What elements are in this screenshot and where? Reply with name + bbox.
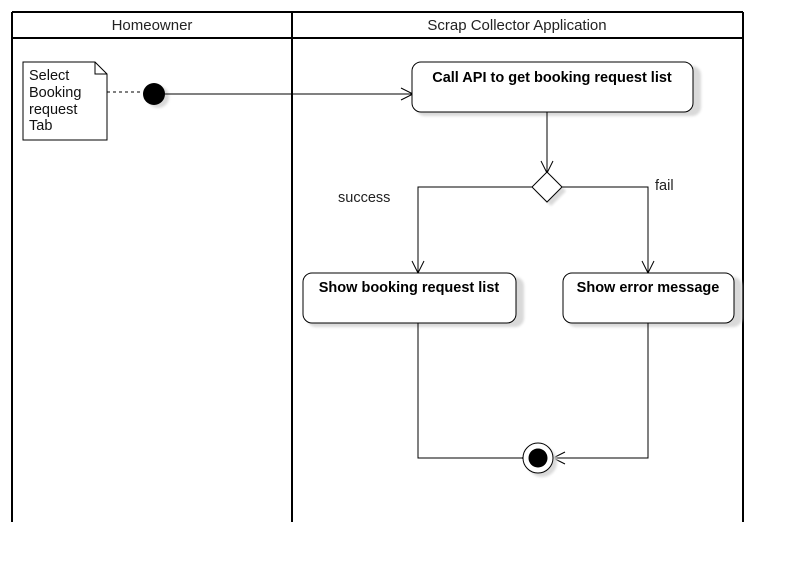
note-line: Tab xyxy=(29,118,52,134)
decision-node xyxy=(531,171,563,203)
guard-fail: fail xyxy=(655,178,674,194)
swimlane-frame xyxy=(11,11,744,522)
note-line: Booking xyxy=(29,85,81,101)
note-line: request xyxy=(29,102,77,118)
activity-call-api-label: Call API to get booking request list xyxy=(432,70,672,86)
activity-show-booking-request-list-label: Show booking request list xyxy=(319,280,500,296)
note-line: Select xyxy=(29,68,69,84)
initial-node xyxy=(143,83,165,105)
guard-success: success xyxy=(338,190,390,206)
activity-show-booking-request-list xyxy=(302,272,517,324)
flow-list-to-end xyxy=(417,323,522,459)
activity-call-api xyxy=(411,61,694,113)
note-select-booking-request-tab: Select Booking request Tab xyxy=(22,61,108,141)
final-node-core xyxy=(528,448,548,468)
flow-error-to-end xyxy=(553,323,649,459)
lane-title-scrap-collector-application: Scrap Collector Application xyxy=(427,17,606,34)
activity-show-error-message-label: Show error message xyxy=(577,280,720,296)
flow-fail xyxy=(562,186,649,272)
lane-title-homeowner: Homeowner xyxy=(112,17,193,34)
flow-success xyxy=(417,186,532,272)
